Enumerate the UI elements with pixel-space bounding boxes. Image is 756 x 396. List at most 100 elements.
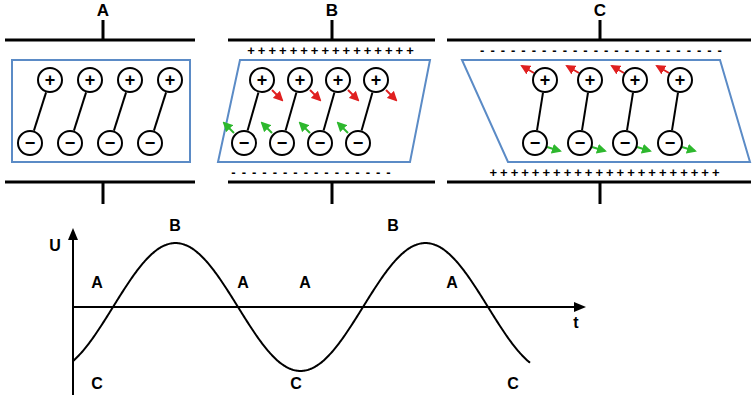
charge-circle: + — [77, 67, 103, 93]
crystal-outline — [12, 60, 750, 162]
charge-sign: − — [665, 134, 676, 152]
charge-circle: + — [157, 67, 183, 93]
charge-sign: + — [540, 71, 551, 89]
force-arrow — [348, 90, 358, 100]
dipole-bond — [74, 92, 86, 130]
force-arrow — [612, 66, 624, 73]
charge-circle: − — [657, 130, 683, 156]
dipole-bonds — [34, 92, 678, 130]
force-arrow — [682, 147, 695, 151]
charge-circle: + — [325, 67, 351, 93]
charge-circle: − — [137, 130, 163, 156]
charge-circle: − — [231, 130, 257, 156]
force-arrow — [386, 90, 396, 100]
charge-circle: − — [567, 130, 593, 156]
sine-curve — [73, 243, 530, 371]
charge-circle: − — [57, 130, 83, 156]
dipole-bond — [362, 93, 373, 131]
charge-circle: + — [37, 67, 63, 93]
charge-sign: − — [105, 134, 116, 152]
state-label: B — [169, 218, 181, 234]
dipole-bond — [248, 93, 259, 131]
charge-circle: + — [667, 67, 693, 93]
force-arrow — [657, 66, 669, 73]
charge-sign: + — [585, 71, 596, 89]
charge-sign: + — [333, 71, 344, 89]
dipole-bond — [286, 93, 297, 131]
surface-charge: ++++++++++++++++++++++ — [489, 166, 722, 179]
dipole-bond — [34, 92, 46, 130]
charge-sign: + — [85, 71, 96, 89]
force-arrows — [224, 66, 695, 151]
surface-charge: ++++++++++++++++ — [247, 44, 416, 57]
force-arrow — [592, 147, 605, 151]
panel-letter: B — [326, 2, 338, 19]
state-label: C — [290, 376, 302, 392]
charge-sign: − — [530, 134, 541, 152]
panel-letter: C — [594, 2, 606, 19]
state-label: A — [237, 275, 249, 291]
charge-sign: + — [295, 71, 306, 89]
surface-charge: ---------------- — [231, 166, 396, 179]
charge-sign: − — [145, 134, 156, 152]
force-arrow — [262, 123, 272, 133]
charge-sign: − — [575, 134, 586, 152]
force-arrow — [272, 90, 282, 100]
charge-sign: − — [353, 134, 364, 152]
charge-circle: − — [612, 130, 638, 156]
charge-circle: + — [532, 67, 558, 93]
charge-sign: + — [165, 71, 176, 89]
charge-sign: + — [675, 71, 686, 89]
charge-sign: + — [371, 71, 382, 89]
capacitor-plates — [5, 20, 751, 204]
axis-label: U — [49, 238, 61, 254]
dipole-bond — [627, 93, 633, 130]
force-arrow — [224, 123, 234, 133]
charge-sign: − — [25, 134, 36, 152]
force-arrow — [300, 123, 310, 133]
charge-circle: + — [363, 67, 389, 93]
state-label: C — [507, 376, 519, 392]
axis-label: t — [573, 315, 578, 331]
charge-circle: + — [117, 67, 143, 93]
charge-sign: − — [620, 134, 631, 152]
state-label: B — [387, 218, 399, 234]
charge-circle: − — [345, 130, 371, 156]
force-arrow — [338, 123, 348, 133]
charge-circle: − — [17, 130, 43, 156]
charge-circle: − — [97, 130, 123, 156]
force-arrow — [637, 147, 650, 151]
panel-letter: A — [97, 2, 109, 19]
state-label: A — [91, 275, 103, 291]
charge-circle: − — [522, 130, 548, 156]
dipole-bond — [537, 93, 543, 130]
charge-sign: − — [65, 134, 76, 152]
charge-circle: − — [307, 130, 333, 156]
graph-axes — [73, 236, 578, 395]
dipole-bond — [582, 93, 588, 130]
dipole-bond — [154, 92, 166, 130]
charge-circle: + — [249, 67, 275, 93]
dipole-bond — [324, 93, 335, 131]
force-arrow — [522, 66, 534, 73]
state-label: C — [91, 376, 103, 392]
force-arrow — [310, 90, 320, 100]
charge-sign: + — [257, 71, 268, 89]
axis-arrowheads — [68, 228, 586, 312]
dipole-bond — [114, 92, 126, 130]
charge-sign: − — [239, 134, 250, 152]
state-label: A — [446, 275, 458, 291]
charge-sign: − — [315, 134, 326, 152]
dipole-bond — [672, 93, 678, 130]
voltage-curve — [73, 243, 530, 371]
charge-circle: − — [269, 130, 295, 156]
charge-circle: + — [622, 67, 648, 93]
charge-sign: + — [630, 71, 641, 89]
charge-sign: + — [125, 71, 136, 89]
force-arrow — [567, 66, 579, 73]
surface-charge: ------------------------ — [480, 44, 728, 57]
charge-circle: + — [577, 67, 603, 93]
force-arrow — [547, 147, 560, 151]
charge-sign: + — [45, 71, 56, 89]
